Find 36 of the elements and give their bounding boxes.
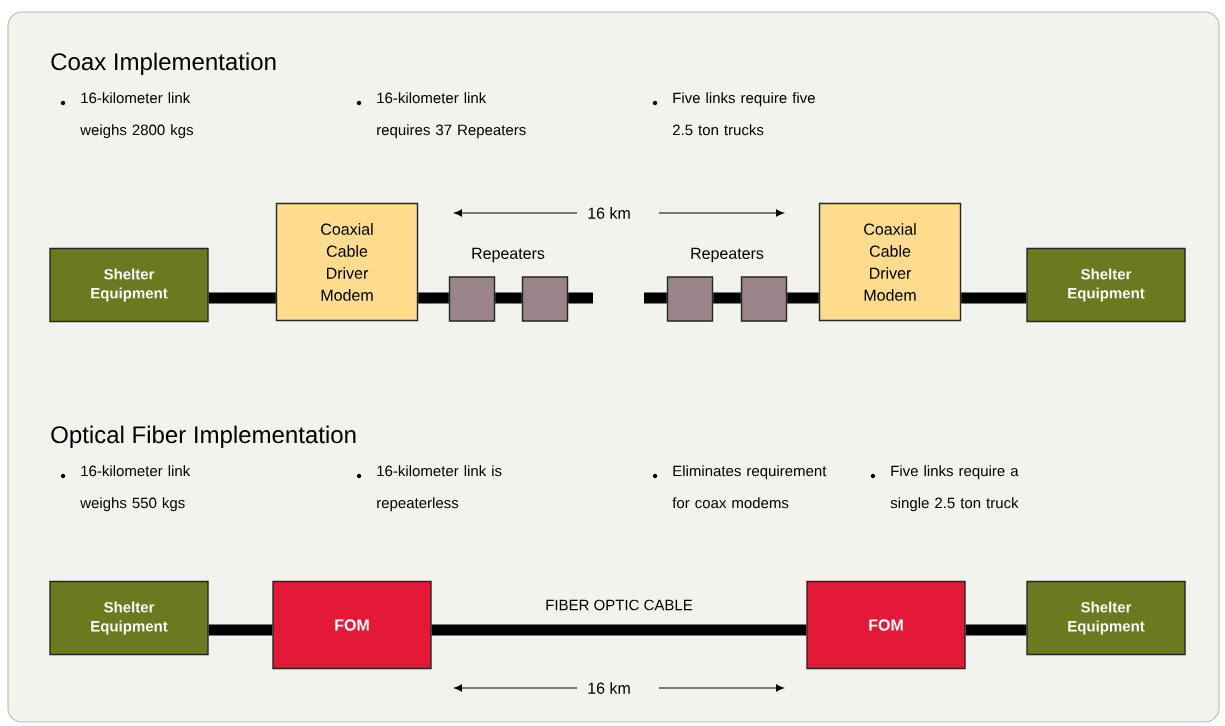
fom-box: FOM	[806, 580, 966, 670]
dimension-label: 16 km	[588, 682, 630, 694]
cable-line	[787, 292, 819, 304]
section-heading: Coax Implementation	[51, 52, 276, 75]
repeater-box	[521, 276, 569, 322]
cable-line	[713, 292, 741, 304]
bullet-text: 16-kilometer link is repeaterless	[377, 465, 502, 512]
shelter-box: Shelter Equipment	[49, 580, 209, 656]
cable-line	[431, 624, 807, 636]
cable-line	[965, 624, 1027, 636]
cable-line	[208, 292, 276, 304]
modem-box: Coaxial Cable Driver Modem	[275, 202, 419, 322]
cable-line	[495, 292, 522, 304]
bullet-text: 16-kilometer link weighs 550 kgs	[80, 465, 191, 512]
part-label: Repeaters	[691, 247, 764, 263]
dimension-label: 16 km	[588, 207, 630, 219]
bullet-text: Five links require a single 2.5 ton truck	[890, 465, 1019, 512]
cable-line	[961, 292, 1027, 304]
repeater-box	[740, 276, 788, 322]
fom-box: FOM	[272, 580, 432, 670]
cable-line	[208, 624, 273, 636]
bullet-text: Five links require five 2.5 ton trucks	[672, 92, 815, 136]
cable-line	[418, 292, 449, 304]
shelter-box: Shelter Equipment	[49, 247, 209, 323]
modem-box: Coaxial Cable Driver Modem	[818, 202, 962, 322]
bullet-text: 16-kilometer link weighs 2800 kgs	[80, 92, 193, 139]
shelter-box: Shelter Equipment	[1026, 247, 1186, 323]
repeater-box	[666, 276, 714, 322]
bullet-text: 16-kilometer link requires 37 Repeaters	[377, 92, 526, 139]
shelter-box: Shelter Equipment	[1026, 580, 1186, 656]
cable-line	[644, 292, 667, 304]
bullet-text: Eliminates requirement for coax modems	[672, 465, 827, 509]
part-label: Repeaters	[472, 247, 545, 263]
cable-line	[568, 292, 593, 304]
section-heading: Optical Fiber Implementation	[51, 425, 356, 448]
repeater-box	[448, 276, 496, 322]
